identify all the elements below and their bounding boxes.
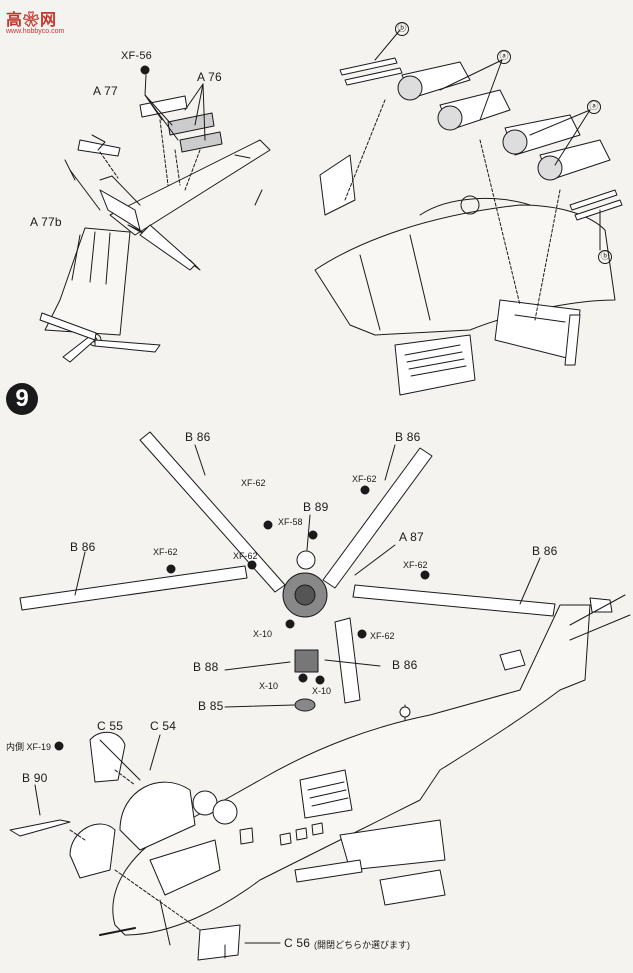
part-c56-label: C 56	[284, 936, 311, 950]
marker-b-right: ⓑ	[598, 250, 612, 264]
watermark-mark: 高❀网	[6, 12, 58, 29]
weapon-pods-drawing	[314, 29, 623, 396]
paint-xf62-1-label: XF-62	[241, 478, 266, 488]
marker-a-right: ⓐ	[587, 100, 601, 114]
paint-xf56-label: XF-56	[121, 50, 152, 62]
watermark-url: www.hobbyco.com	[6, 28, 65, 35]
paint-xf58-label: XF-58	[278, 517, 303, 527]
marker-a-top: ⓐ	[497, 50, 511, 64]
part-b85-label: B 85	[198, 699, 224, 713]
paint-xf62-5-label: XF-62	[403, 560, 428, 570]
paint-xf62-2-label: XF-62	[352, 474, 377, 484]
part-a87-label: A 87	[399, 530, 424, 544]
part-a77b-label: A 77b	[30, 215, 62, 229]
part-b89-label: B 89	[303, 500, 329, 514]
part-b86-top-right-label: B 86	[395, 430, 421, 444]
main-rotor-drawing	[19, 431, 556, 712]
part-b90-label: B 90	[22, 771, 48, 785]
part-a76-label: A 76	[197, 70, 222, 84]
part-a77-label: A 77	[93, 84, 118, 98]
paint-inner-xf19-label: 内側 XF-19	[6, 742, 52, 752]
paint-x10-2-label: X-10	[259, 681, 279, 691]
fuselage-drawing	[9, 594, 631, 961]
part-c54-label: C 54	[150, 719, 177, 733]
part-c55-label: C 55	[97, 719, 124, 733]
watermark-logo: 高❀网 www.hobbyco.com	[4, 6, 80, 40]
part-b88-label: B 88	[193, 660, 219, 674]
part-b86-right-label: B 86	[532, 544, 558, 558]
marker-b-top: ⓑ	[395, 22, 409, 36]
paint-xf62-3-label: XF-62	[153, 547, 178, 557]
part-b86-left-label: B 86	[70, 540, 96, 554]
step-number-badge: 9	[6, 383, 38, 415]
part-c56-note: (開閉どちらか選びます)	[314, 940, 410, 950]
paint-xf62-6-label: XF-62	[370, 631, 395, 641]
paint-x10-3-label: X-10	[312, 686, 332, 696]
part-b86-mid-label: B 86	[392, 658, 418, 672]
paint-x10-1-label: X-10	[253, 629, 273, 639]
tail-boom-drawing	[39, 65, 271, 363]
paint-xf62-4-label: XF-62	[233, 551, 258, 561]
part-b86-top-left-label: B 86	[185, 430, 211, 444]
